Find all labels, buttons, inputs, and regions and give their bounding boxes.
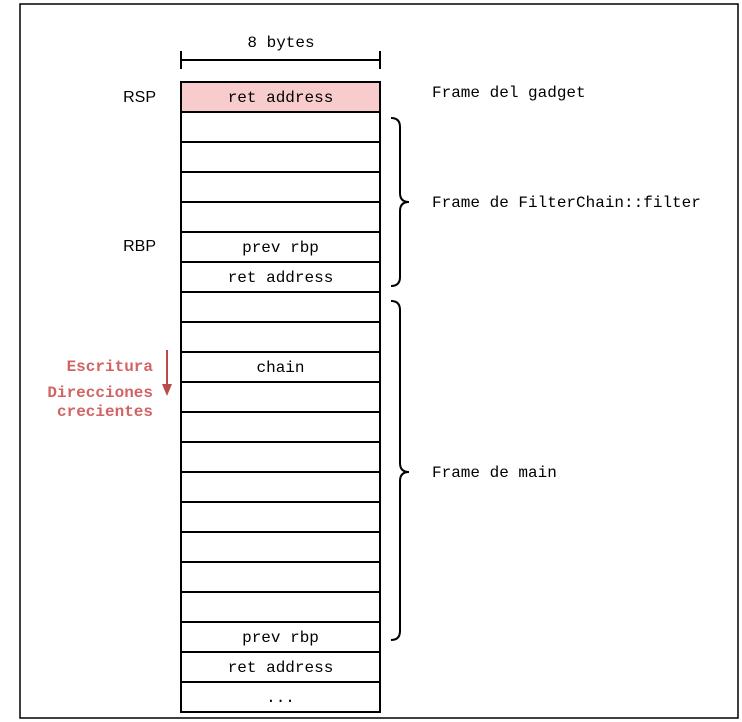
stack-cell-label: ...	[266, 689, 295, 707]
rsp-label: RSP	[123, 89, 156, 106]
stack-cell-label: ret address	[228, 89, 334, 107]
filter-frame-label: Frame de FilterChain::filter	[432, 194, 701, 212]
stack-cell	[180, 411, 381, 443]
stack-cell-label: prev rbp	[242, 239, 319, 257]
rbp-label: RBP	[123, 238, 156, 255]
stack-cell	[180, 141, 381, 173]
stack-cell	[180, 81, 381, 113]
stack-cell	[180, 321, 381, 353]
stack-cell	[180, 591, 381, 623]
stack-cell-label: prev rbp	[242, 629, 319, 647]
stack-cell	[180, 561, 381, 593]
write-direction-note: Escritura Direcciones crecientes	[47, 350, 172, 421]
filter-frame-brace	[390, 117, 410, 287]
stack-cell	[180, 351, 381, 383]
stack-cell-label: chain	[256, 359, 304, 377]
stack-cell-label: ret address	[228, 269, 334, 287]
stack-cell	[180, 621, 381, 653]
stack-cells: ret address prev rbp ret address chain prev …	[180, 81, 381, 713]
stack-cell-label: ret address	[228, 659, 334, 677]
stack-cell	[180, 501, 381, 533]
main-frame-label: Frame de main	[432, 464, 557, 482]
down-arrow-icon	[162, 350, 172, 396]
stack-cell	[180, 681, 381, 713]
stack-cell	[180, 381, 381, 413]
stack-cell	[180, 441, 381, 473]
stack-cell	[180, 471, 381, 503]
stack-cell	[180, 171, 381, 203]
width-dimension	[180, 51, 381, 69]
direction-label-line2: crecientes	[57, 403, 153, 421]
width-label: 8 bytes	[247, 34, 314, 52]
direction-label-line1: Direcciones	[47, 384, 153, 402]
stack-cell	[180, 201, 381, 233]
write-label: Escritura	[67, 358, 154, 376]
gadget-frame-label: Frame del gadget	[432, 84, 586, 102]
stack-cell	[180, 261, 381, 293]
stack-cell	[180, 531, 381, 563]
stack-cell	[180, 291, 381, 323]
stack-cell	[180, 651, 381, 683]
stack-cell	[180, 111, 381, 143]
main-frame-brace	[390, 300, 410, 641]
